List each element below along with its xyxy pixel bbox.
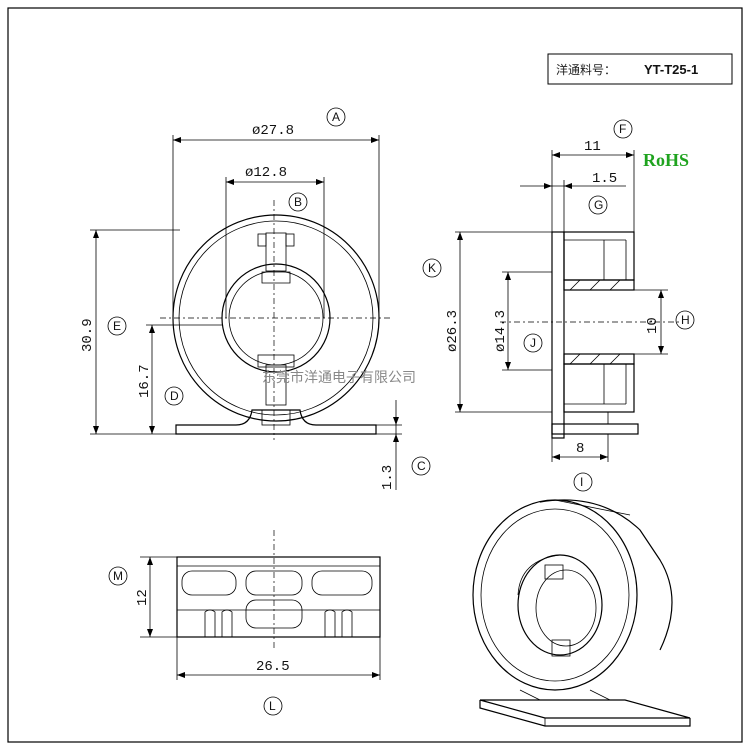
dim-b-value: ø12.8 [245,165,287,181]
dim-f-label: F [619,122,626,136]
dim-e-value: 30.9 [80,318,96,352]
dim-h-value: 10 [645,317,661,334]
dim-l-label: L [269,699,276,713]
dim-d-label: D [170,389,179,403]
isometric-view [472,499,691,727]
dim-k-label: K [428,261,436,275]
dim-a-label: A [332,110,340,124]
dim-j-value: ø14.3 [493,310,509,352]
dim-g-label: G [594,198,603,212]
title-block: 洋通料号： YT-T25-1 [547,53,733,85]
dim-h-label: H [681,313,690,327]
dim-e-label: E [113,319,121,333]
dim-f-value: 11 [584,139,601,155]
dim-i-value: 8 [576,441,584,457]
dim-a-value: ø27.8 [252,123,294,139]
dim-i-label: I [580,475,583,489]
dim-l-value: 26.5 [256,659,290,675]
front-view: ø27.8 A ø12.8 B 30.9 E 16.7 D [80,107,431,490]
dim-d-value: 16.7 [137,364,153,398]
dim-m-value: 12 [135,589,151,606]
drawing-frame [7,7,743,743]
part-number: YT-T25-1 [644,62,698,77]
bottom-view: 12 M 26.5 L [108,530,381,716]
rohs-label: RoHS [643,150,689,170]
title-label: 洋通料号： [556,62,616,77]
dim-g-value: 1.5 [592,171,617,187]
dim-c-label: C [417,459,426,473]
dim-k-value: ø26.3 [445,310,461,352]
dim-j-label: J [530,336,536,350]
side-view: 11 F RoHS 1.5 G ø26.3 K ø14.3 J [422,119,695,492]
watermark: 东莞市洋通电子有限公司 [262,369,416,386]
dim-m-label: M [113,569,123,583]
dim-c-value: 1.3 [380,465,396,490]
dim-b-label: B [294,195,302,209]
